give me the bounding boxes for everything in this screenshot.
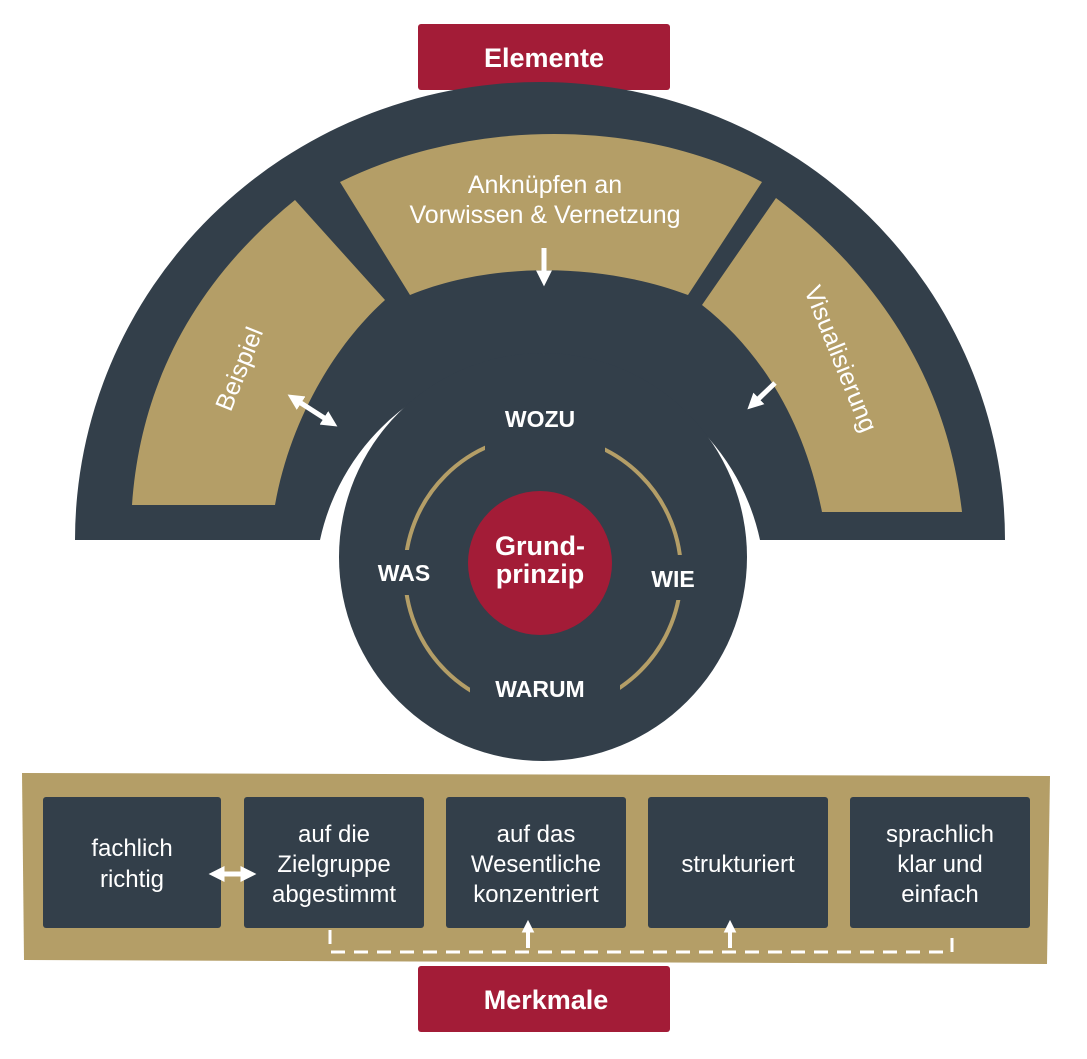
merkmale-boxes [43, 797, 1030, 928]
box-2-line-3: abgestimmt [272, 881, 396, 908]
arc-segment-visualisierung [702, 198, 962, 512]
elemente-banner-label: Elemente [484, 43, 604, 73]
box-sprachlich [850, 797, 1030, 928]
box-wesentliche [446, 797, 626, 928]
center-label-line2: prinzip [496, 559, 585, 589]
dashed-connector [328, 930, 954, 954]
box-strukturiert [648, 797, 828, 928]
box-2-line-1: auf die [298, 821, 370, 848]
ring-gap-right [640, 555, 720, 600]
merkmale-banner-label: Merkmale [484, 985, 609, 1015]
box-3-line-2: Wesentliche [471, 851, 601, 878]
merkmale-banner: Merkmale [418, 966, 670, 1032]
ring-gap-bottom [470, 670, 620, 725]
wie-label: WIE [651, 566, 694, 592]
vorwissen-label-line1: Anknüpfen an [468, 171, 622, 199]
arc-segment-vorwissen [340, 134, 762, 295]
box-1-line-1: fachlich [91, 835, 172, 862]
arc-segment-beispiel [132, 200, 385, 505]
wozu-label: WOZU [505, 406, 575, 432]
box-3-line-1: auf das [497, 821, 576, 848]
warum-label: WARUM [495, 676, 584, 702]
box-4-line-1: strukturiert [681, 851, 795, 878]
box-1-line-2: richtig [100, 866, 164, 893]
elemente-banner: Elemente [418, 24, 670, 90]
ring-gap-left [360, 550, 440, 595]
grundprinzip-circle: Grund- prinzip WOZU WAS WIE WARUM [339, 353, 747, 761]
elemente-banner-shape [418, 24, 670, 90]
box-5-line-1: sprachlich [886, 821, 994, 848]
ring-gap-top [485, 400, 605, 460]
center-disc [468, 491, 612, 635]
box-fachlich-richtig [43, 797, 221, 928]
arrow-beispiel [287, 394, 338, 427]
box-3-line-3: konzentriert [473, 881, 599, 908]
box-2-line-2: Zielgruppe [277, 851, 390, 878]
box-5-line-3: einfach [901, 881, 978, 908]
merkmale-banner-shape [418, 966, 670, 1032]
center-label-line1: Grund- [495, 531, 585, 561]
was-label: WAS [378, 560, 430, 586]
box-5-line-2: klar und [897, 851, 982, 878]
vorwissen-label-line2: Vorwissen & Vernetzung [410, 201, 681, 229]
arrow-visualisierung [747, 381, 777, 410]
box-zielgruppe [244, 797, 424, 928]
